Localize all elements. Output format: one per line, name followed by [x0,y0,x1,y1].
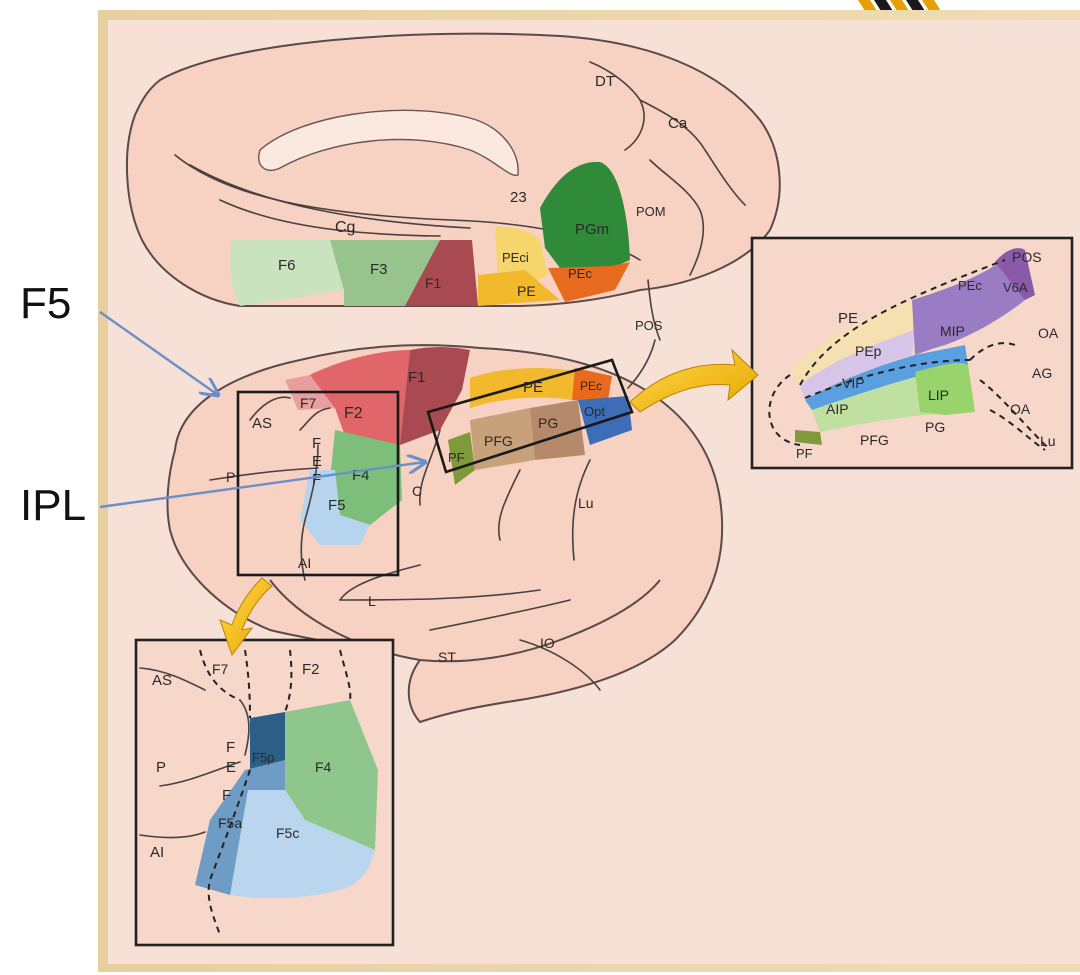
premotor-label-f: F [226,739,235,756]
label-c-lateral: C [412,483,422,499]
label-pe-lateral: PE [523,379,543,396]
label-as-lateral: AS [252,415,272,432]
label-f5-lateral: F5 [328,497,346,514]
label-dt: DT [595,73,615,90]
outer-label-f5: F5 [20,279,71,328]
premotor-label-e: E [226,759,236,776]
label-peci: PEci [502,250,529,265]
premotor-inset: AS F7 F2 F E F5p F4 P F F5a F5c AI [136,640,393,945]
ips-label-pfg: PFG [860,432,889,448]
label-f1-lateral: F1 [408,369,426,386]
ips-label-pep: PEp [855,343,882,359]
label-pgm: PGm [575,221,609,238]
label-pos-medial: POS [635,318,663,333]
label-f7-lateral: F7 [300,395,317,411]
label-ai-lateral: AI [298,555,311,571]
label-f3-medial: F3 [370,261,388,278]
ips-label-lip: LIP [928,387,949,403]
ips-label-oa2: OA [1010,401,1031,417]
premotor-label-f2: F2 [302,661,320,678]
ips-label-oa: OA [1038,325,1059,341]
label-pom: POM [636,204,666,219]
premotor-label-f5a: F5a [218,815,242,831]
label-23: 23 [510,189,527,206]
label-pe-medial: PE [517,283,536,299]
label-pec-lateral: PEc [580,379,602,393]
label-f6-medial: F6 [278,257,296,274]
ips-label-ag: AG [1032,365,1052,381]
label-lu-lateral: Lu [578,495,594,511]
premotor-label-as: AS [152,672,172,689]
ips-label-v6a: V6A [1003,280,1028,295]
label-cg: Cg [335,219,355,236]
ips-label-pos: POS [1012,249,1042,265]
label-l-lateral: L [368,593,376,609]
label-f-upper-lateral: F [312,435,321,452]
label-pg-lateral: PG [538,415,558,431]
label-pec-medial: PEc [568,266,592,281]
ips-label-aip: AIP [826,401,849,417]
ips-label-pec: PEc [958,278,982,293]
label-f2-lateral: F2 [344,405,363,422]
label-opt-lateral: Opt [584,404,605,419]
label-st-lateral: ST [438,649,456,665]
ips-label-vip: VIP [842,375,865,391]
premotor-label-f5p: F5p [252,750,274,765]
ips-label-pg: PG [925,419,945,435]
ips-label-lu: Lu [1040,433,1056,449]
outer-label-ipl: IPL [20,481,86,530]
label-pf-lateral: PF [448,450,465,465]
premotor-label-ai: AI [150,844,164,861]
label-ca: Ca [668,115,688,132]
label-p-lateral: P [226,469,235,485]
label-io-lateral: IO [540,635,555,651]
ips-label-mip: MIP [940,323,965,339]
label-pfg-lateral: PFG [484,433,513,449]
label-f-lower-lateral: F [312,471,321,488]
ips-label-pf: PF [796,446,813,461]
premotor-label-p: P [156,759,166,776]
ips-label-pe: PE [838,310,858,327]
label-e-lateral: E [312,453,322,470]
label-f1-medial: F1 [425,275,442,291]
premotor-label-f4: F4 [315,759,332,775]
premotor-label-f5c: F5c [276,825,299,841]
ips-inset: POS PEc V6A PE PEp MIP OA VIP AG LIP AIP… [752,238,1072,468]
premotor-label-f-lower: F [222,787,231,804]
premotor-label-f7: F7 [212,661,229,677]
